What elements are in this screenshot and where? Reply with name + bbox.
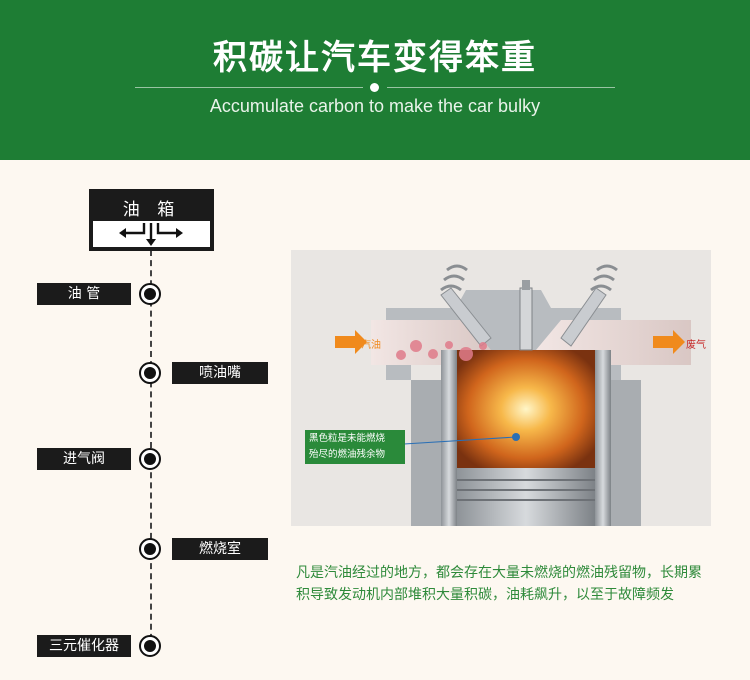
divider-dot bbox=[370, 83, 379, 92]
step-node-combustion-chamber bbox=[139, 538, 161, 560]
page-subtitle: Accumulate carbon to make the car bulky bbox=[209, 96, 541, 116]
step-node-catalytic-converter bbox=[139, 635, 161, 657]
exhaust-arrow-icon bbox=[653, 330, 685, 354]
divider-left bbox=[135, 87, 363, 88]
step-node-intake-valve bbox=[139, 448, 161, 470]
exhaust-label: 废气 bbox=[686, 340, 706, 351]
description-text: 凡是汽油经过的地方，都会存在大量未燃烧的燃油残留物，长期累积导致发动机内部堆积大… bbox=[296, 565, 702, 603]
residue-callout-line1: 黑色粒是未能燃烧 bbox=[309, 433, 386, 444]
step-label-fuel-pipe: 油 管 bbox=[37, 283, 131, 305]
step-label-catalytic-converter: 三元催化器 bbox=[37, 635, 131, 657]
divider-right bbox=[387, 87, 615, 88]
engine-cutaway-illustration: 汽油 废气 黑色粒是未能燃烧 殆尽的燃油残余物 bbox=[291, 250, 711, 526]
intake-arrow-icon bbox=[335, 330, 367, 354]
step-label-intake-valve: 进气阀 bbox=[37, 448, 131, 470]
residue-callout: 黑色粒是未能燃烧 殆尽的燃油残余物 bbox=[305, 430, 405, 464]
step-label-injector: 喷油嘴 bbox=[172, 362, 268, 384]
fuel-tank-box: 油 箱 bbox=[89, 189, 214, 251]
engine-cylinder-graphic bbox=[335, 264, 691, 526]
fuel-tank-label: 油 箱 bbox=[122, 200, 181, 220]
step-node-fuel-pipe bbox=[139, 283, 161, 305]
fuel-tank-outlet bbox=[93, 221, 210, 247]
step-label-combustion-chamber: 燃烧室 bbox=[172, 538, 268, 560]
page-title: 积碳让汽车变得笨重 bbox=[213, 38, 537, 78]
header-banner: 积碳让汽车变得笨重 Accumulate carbon to make the … bbox=[0, 0, 750, 160]
step-node-injector bbox=[139, 362, 161, 384]
residue-callout-line2: 殆尽的燃油残余物 bbox=[309, 449, 386, 460]
intake-label: 汽油 bbox=[361, 340, 381, 351]
split-arrows-icon bbox=[119, 223, 183, 246]
